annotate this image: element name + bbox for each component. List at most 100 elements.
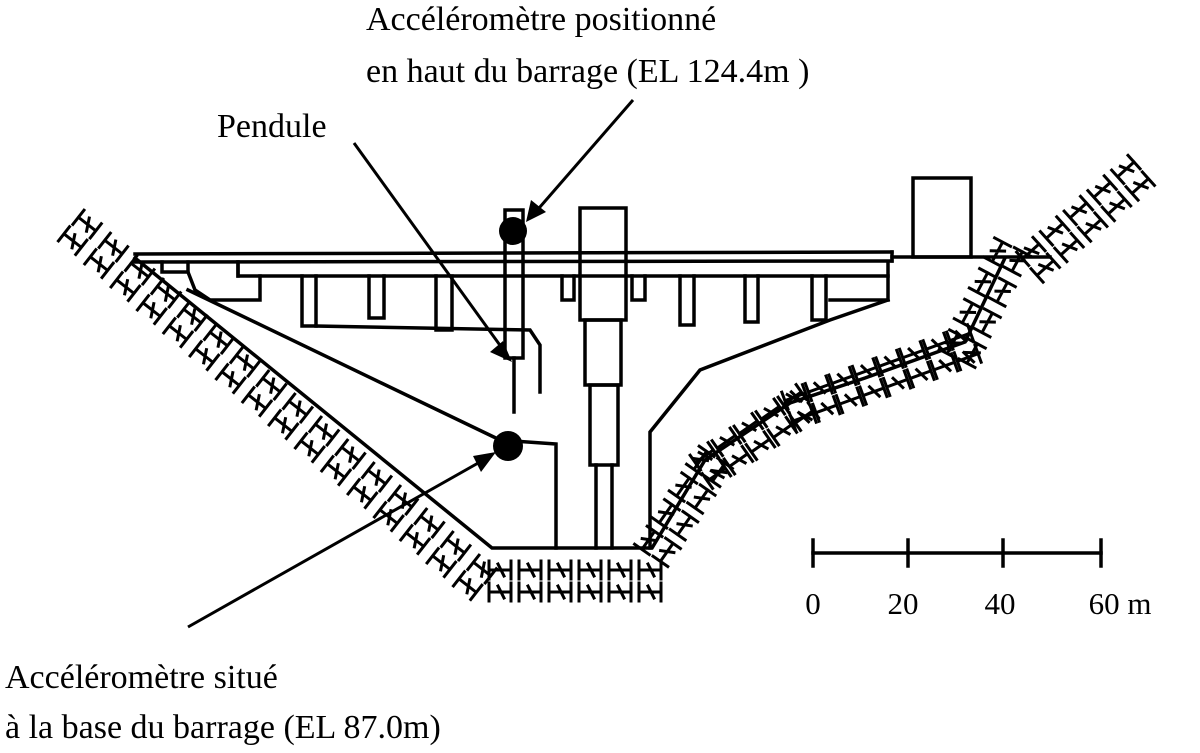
rock-hatching-valley-floor — [487, 559, 663, 603]
scale-tick-label: 0 — [805, 586, 821, 621]
rock-hatch-mark — [293, 431, 326, 464]
rock-hatch-mark — [1085, 173, 1119, 207]
rock-hatching-right-abutment — [632, 153, 1157, 569]
scale-tick-label: 40 — [985, 586, 1016, 621]
buttress-columns-right — [560, 274, 828, 327]
rock-hatch-mark — [372, 500, 405, 533]
rock-hatch-mark — [787, 403, 819, 432]
rock-hatch-mark — [874, 348, 905, 377]
rock-hatch-mark — [1062, 194, 1095, 227]
rock-hatch-mark — [1076, 210, 1110, 244]
rock-hatch-mark — [744, 429, 777, 462]
rock-hatch-mark — [424, 546, 458, 579]
rock-hatch-mark — [187, 339, 221, 372]
rock-hatch-mark — [202, 323, 236, 356]
pendulum-label: Pendule — [217, 108, 327, 145]
rock-hatch-mark — [1014, 235, 1048, 268]
rock-hatch-mark — [82, 247, 116, 280]
rock-hatch-mark — [607, 581, 633, 603]
rock-hatch-mark — [1002, 245, 1033, 278]
rock-hatch-mark — [834, 386, 866, 415]
rock-hatch-mark — [881, 369, 913, 398]
rock-hatch-mark — [667, 470, 699, 504]
rock-hatch-mark — [987, 276, 1018, 309]
rock-hatch-mark — [607, 559, 633, 581]
rock-hatch-mark — [439, 530, 473, 563]
rock-hatch-mark — [858, 377, 889, 406]
rock-hatch-mark — [688, 440, 721, 473]
rock-hatch-mark — [123, 254, 157, 287]
rock-hatch-mark — [386, 484, 420, 517]
rock-hatch-mark — [850, 356, 882, 386]
rock-hatch-mark — [255, 369, 288, 402]
rock-hatch-mark — [1028, 251, 1062, 285]
base-accelerometer-label-line1: Accéléromètre situé — [5, 659, 278, 696]
rock-hatch-mark — [97, 231, 130, 264]
rock-hatch-mark — [517, 581, 543, 603]
rock-hatch-mark — [413, 507, 446, 540]
rock-hatch-mark — [56, 224, 89, 257]
rock-hatch-mark — [1100, 190, 1133, 223]
rock-hatch-mark — [779, 382, 811, 411]
rock-hatch-mark — [952, 343, 984, 372]
base-accelerometer-dot — [493, 431, 523, 461]
rock-hatch-mark — [517, 559, 543, 581]
rock-hatch-mark — [176, 300, 209, 333]
rock-hatch-mark — [972, 306, 1003, 339]
rock-hatch-mark — [547, 581, 573, 603]
rock-hatch-mark — [360, 461, 394, 494]
top-accelerometer-label-line1: Accéléromètre positionné — [366, 1, 716, 38]
buttress-columns-left — [300, 274, 454, 332]
rock-hatch-mark — [650, 536, 683, 569]
rock-hatch-mark — [921, 331, 952, 360]
rock-hatch-mark — [266, 408, 300, 441]
top-accelerometer-label-line2: en haut du barrage (EL 124.4m ) — [366, 53, 809, 90]
leader-arrows — [187, 99, 635, 629]
rock-hatch-mark — [577, 559, 603, 581]
rock-hatch-mark — [135, 293, 168, 326]
rock-hatch-mark — [465, 553, 499, 586]
scale-bar: 0 20 40 60 m — [805, 538, 1152, 621]
rock-hatch-mark — [700, 458, 733, 491]
rock-hatch-mark — [897, 339, 929, 369]
rock-hatch-mark — [228, 346, 262, 379]
scale-tick-label: 60 m — [1089, 586, 1152, 621]
rock-hatch-mark — [214, 362, 247, 395]
pendulum-well — [503, 208, 525, 414]
rock-hatch-mark — [668, 509, 700, 542]
rock-hatch-mark — [722, 444, 755, 476]
rock-hatch-mark — [319, 454, 353, 487]
rock-hatch-mark — [1123, 169, 1157, 203]
rock-hatch-mark — [732, 411, 765, 444]
central-shaft — [578, 206, 628, 550]
base-accelerometer-label-line2: à la base du barrage (EL 87.0m) — [5, 709, 441, 746]
rock-hatch-mark — [754, 397, 787, 429]
rock-hatch-mark — [827, 365, 858, 394]
rock-hatch-mark — [1038, 214, 1071, 248]
rock-hatch-mark — [905, 360, 936, 389]
rock-hatching-left-abutment — [56, 208, 499, 602]
rock-hatch-mark — [451, 569, 484, 602]
rock-hatch-mark — [240, 385, 274, 418]
rock-hatch-mark — [982, 235, 1013, 268]
rock-hatch-mark — [334, 438, 367, 471]
dam-body-outline — [185, 287, 891, 550]
rock-hatch-mark — [967, 266, 998, 299]
rock-hatch-mark — [803, 374, 835, 403]
rock-hatch-mark — [487, 559, 513, 581]
rock-hatch-mark — [637, 559, 663, 581]
scale-tick-label: 20 — [888, 586, 919, 621]
rock-hatch-mark — [281, 392, 315, 425]
rock-hatch-mark — [70, 208, 104, 241]
rock-hatch-mark — [928, 351, 960, 381]
rock-hatch-mark — [649, 497, 682, 530]
rock-hatch-mark — [937, 327, 968, 360]
rock-hatch-mark — [766, 415, 799, 447]
crest-building — [911, 176, 973, 259]
rock-hatch-mark — [161, 316, 195, 349]
rock-hatch-mark — [577, 581, 603, 603]
rock-hatch-mark — [307, 415, 341, 448]
rock-hatch-mark — [957, 337, 988, 370]
rock-hatch-mark — [685, 482, 718, 516]
